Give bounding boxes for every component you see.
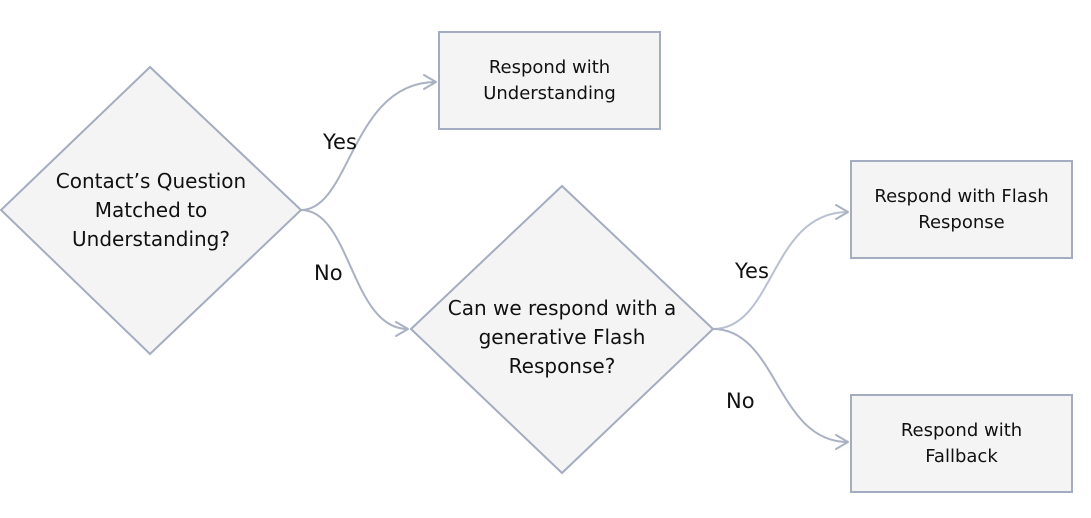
decision-flash-response-diamond <box>409 184 715 475</box>
connector-q1-no <box>300 209 409 330</box>
respond-fallback-box <box>850 394 1073 493</box>
arrowhead-q1-yes <box>423 74 437 90</box>
edge-label-q1-yes: Yes <box>323 130 357 154</box>
edge-label-q2-yes: Yes <box>735 259 769 283</box>
connector-q1-yes <box>300 81 437 211</box>
respond-flash-response-box <box>850 160 1073 259</box>
arrowhead-q2-no <box>835 434 849 450</box>
respond-understanding-box <box>438 31 661 130</box>
arrowhead-q2-yes <box>835 204 849 220</box>
connector-q2-no <box>712 328 849 443</box>
edge-label-q1-no: No <box>314 261 343 285</box>
arrowhead-q1-no <box>395 321 409 337</box>
decision-question-matched-diamond <box>0 65 303 356</box>
connector-q2-yes <box>712 211 849 330</box>
edge-label-q2-no: No <box>726 389 755 413</box>
